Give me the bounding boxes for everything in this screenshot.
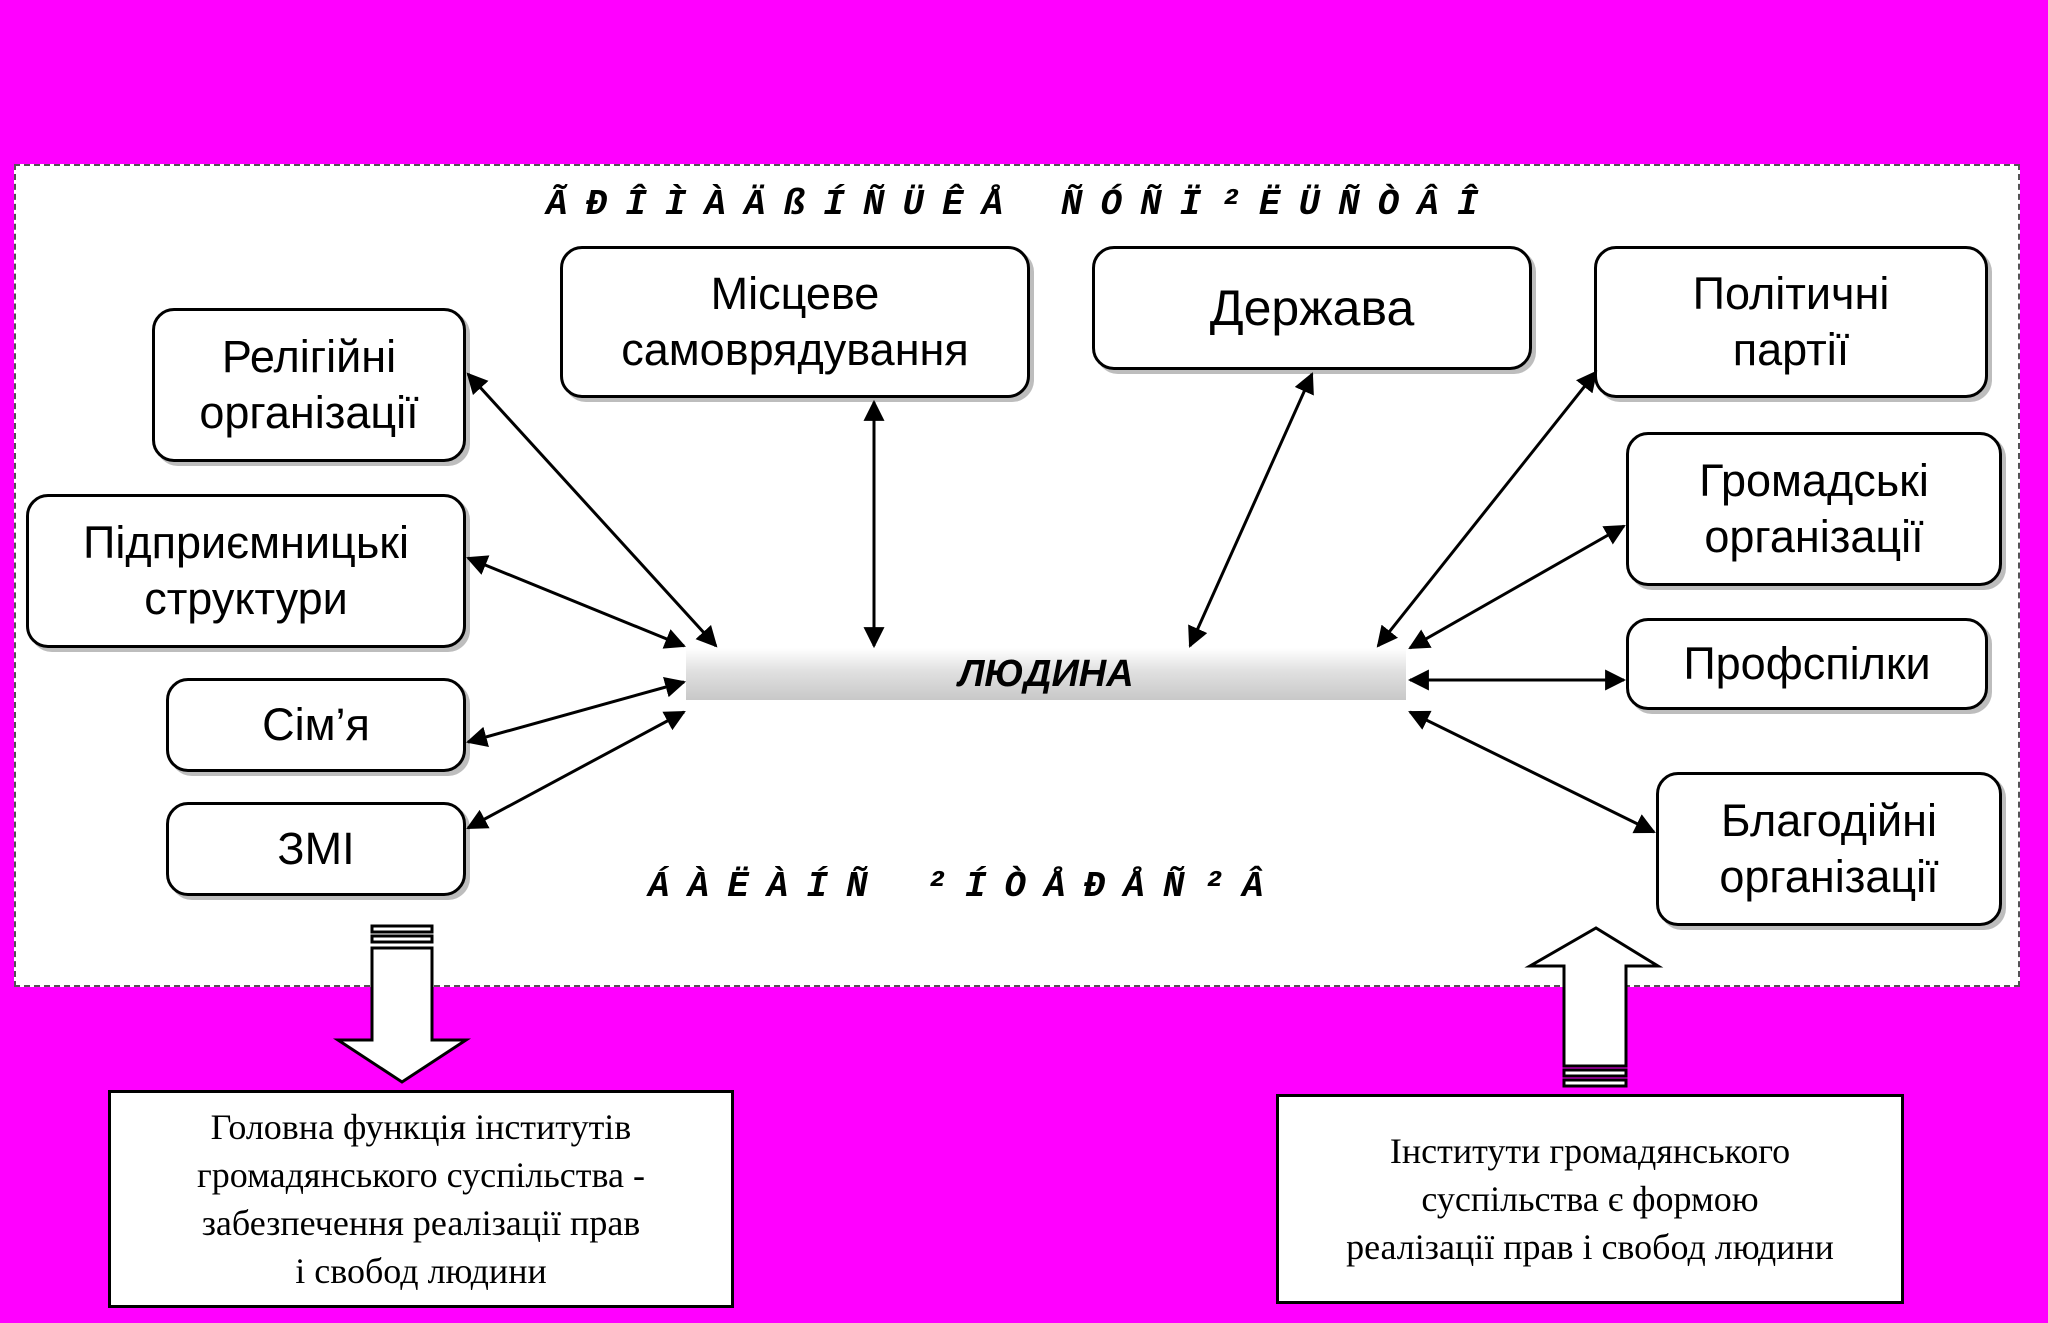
arrow-media: [466, 710, 686, 830]
header-garbled-text: ÃÐÎÌÀÄßÍÑÜÊÅ ÑÓÑÏ²ËÜÑÒÂÎ: [546, 184, 1497, 225]
arrow-family: [465, 676, 687, 748]
arrow-state: [1188, 372, 1314, 648]
arrow-religious: [466, 372, 718, 648]
node-state: Держава: [1092, 246, 1532, 370]
node-charity-organizations: Благодійні організації: [1656, 772, 2002, 926]
note-main-function: Головна функція інститутів громадянськог…: [108, 1090, 734, 1308]
center-human: ЛЮДИНА: [686, 648, 1406, 700]
node-public-organizations: Громадські організації: [1626, 432, 2002, 586]
node-business-structures: Підприємницькі структури: [26, 494, 466, 648]
node-political-parties: Політичні партії: [1594, 246, 1988, 398]
node-trade-unions: Профспілки: [1626, 618, 1988, 710]
arrow-public-organizations: [1408, 524, 1626, 650]
note-institutions-form: Інститути громадянського суспільства є ф…: [1276, 1094, 1904, 1304]
arrow-charity: [1408, 710, 1656, 834]
node-media: ЗМІ: [166, 802, 466, 896]
down-block-arrow: [332, 924, 472, 1084]
node-local-government: Місцеве самоврядування: [560, 246, 1030, 398]
arrow-business: [466, 555, 686, 649]
footer-garbled-text: ÁÀËÀÍÑ ²ÍÒÅÐÅÑ²Â: [648, 866, 1282, 907]
up-block-arrow: [1524, 926, 1664, 1088]
node-family: Сім’я: [166, 678, 466, 772]
node-religious-organizations: Релігійні організації: [152, 308, 466, 462]
